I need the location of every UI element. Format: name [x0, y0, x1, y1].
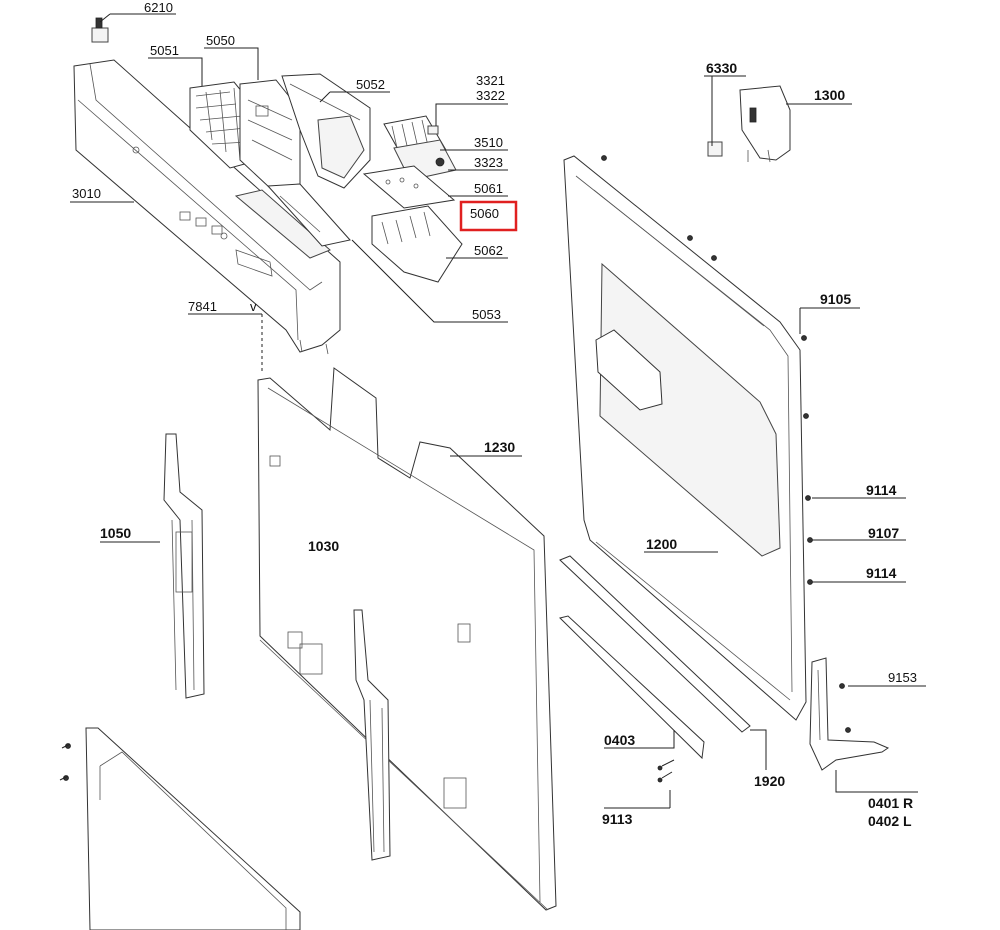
label-9114-b: 9114 — [866, 565, 897, 581]
label-0401-r: 0401 R — [868, 795, 913, 811]
label-1030: 1030 — [308, 538, 339, 554]
label-5060: 5060 — [470, 206, 499, 221]
trim-strip-part — [266, 183, 351, 247]
latch-part — [707, 85, 791, 163]
label-9153: 9153 — [888, 670, 917, 685]
label-5051: 5051 — [150, 43, 179, 58]
highlight-box — [459, 200, 518, 232]
label-9107: 9107 — [868, 525, 899, 541]
screw-part — [657, 759, 675, 783]
label-1920: 1920 — [754, 773, 785, 789]
label-5050: 5050 — [206, 33, 235, 48]
label-3010: 3010 — [72, 186, 101, 201]
label-5052: 5052 — [356, 77, 385, 92]
label-1200: 1200 — [646, 536, 677, 552]
label-3510: 3510 — [474, 135, 503, 150]
housing-part — [281, 73, 371, 189]
button-assembly-part — [362, 115, 463, 283]
label-5061: 5061 — [474, 181, 503, 196]
label-7841: 7841 — [188, 299, 217, 314]
label-0402-l: 0402 L — [868, 813, 912, 829]
label-0403: 0403 — [604, 732, 635, 748]
label-1230: 1230 — [484, 439, 515, 455]
keypad-part — [189, 81, 253, 169]
side-bracket-part — [163, 433, 205, 699]
selector-knob-part — [91, 17, 109, 43]
door-seal-strip-part — [559, 555, 751, 760]
label-9113: 9113 — [602, 811, 633, 827]
label-3323: 3323 — [474, 155, 503, 170]
label-5053: 5053 — [472, 307, 501, 322]
control-panel-part — [73, 59, 341, 355]
part-labels: 6210 5051 5050 5052 3321 3322 3510 3323 … — [72, 0, 917, 829]
inner-door-part — [563, 155, 813, 721]
label-6330: 6330 — [706, 60, 737, 76]
label-6210: 6210 — [144, 0, 173, 15]
label-9105: 9105 — [820, 291, 851, 307]
label-1050: 1050 — [100, 525, 131, 541]
label-7841-v: v — [250, 299, 257, 314]
label-9114-a: 9114 — [866, 482, 897, 498]
label-3321: 3321 — [476, 73, 505, 88]
leader-lines — [70, 13, 926, 809]
bottom-kick-plate-part — [59, 727, 301, 930]
label-3322: 3322 — [476, 88, 505, 103]
hinge-bracket-part — [353, 609, 391, 861]
outer-door-panel-part — [257, 367, 557, 911]
door-hinge-part — [809, 657, 890, 771]
label-5062: 5062 — [474, 243, 503, 258]
label-1300: 1300 — [814, 87, 845, 103]
